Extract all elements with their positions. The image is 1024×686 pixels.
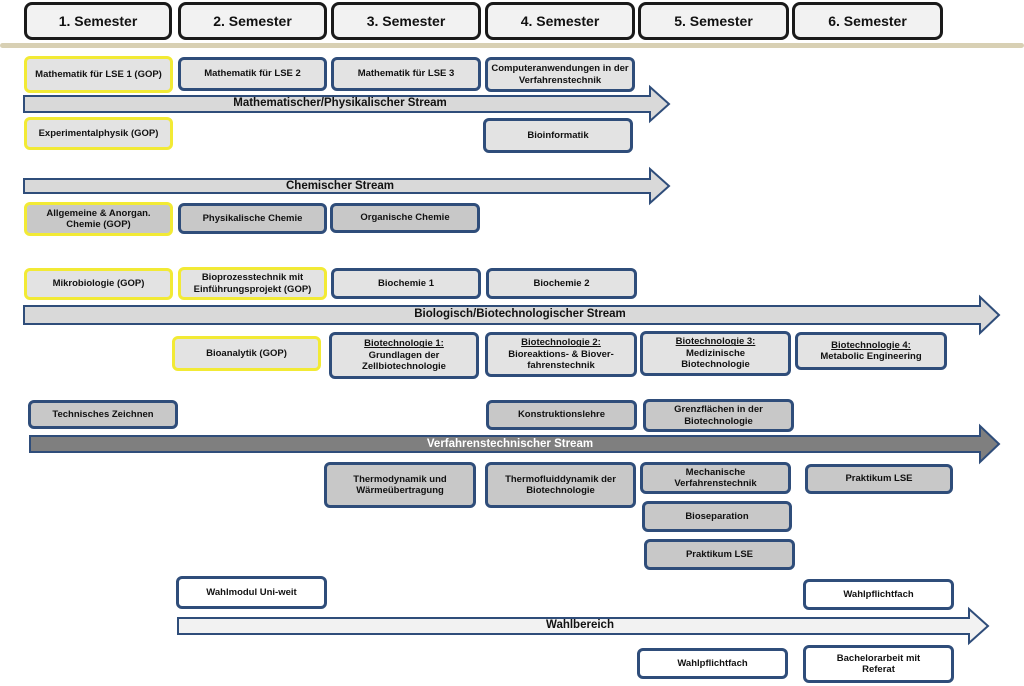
wahl-stream-label: Wahlbereich — [546, 619, 614, 631]
module-biochem1-label: Biochemie 1 — [378, 277, 434, 289]
module-biotech2: Biotechnologie 2: Bioreaktions- & Biover… — [485, 332, 637, 377]
chem-stream-label: Chemischer Stream — [285, 180, 395, 192]
module-bioanalytik: Bioanalytik (GOP) — [172, 336, 321, 371]
math-stream-arrow — [23, 84, 671, 124]
module-biotech4-sub: Metabolic Engineering — [820, 351, 922, 362]
module-praktikum-6-label: Praktikum LSE — [845, 473, 913, 485]
module-biotech1: Biotechnologie 1: Grundlagen der Zellbio… — [329, 332, 479, 379]
module-biotech4: Biotechnologie 4: Metabolic Engineering — [795, 332, 947, 370]
module-wahlpflicht-6: Wahlpflichtfach — [803, 579, 954, 610]
module-biochem2: Biochemie 2 — [486, 268, 637, 299]
semester-header-4: 4. Semester — [485, 2, 635, 40]
module-praktikum-6: Praktikum LSE — [805, 464, 953, 494]
module-math2-label: Mathematik für LSE 2 — [204, 68, 301, 80]
module-biochem1: Biochemie 1 — [331, 268, 481, 299]
module-biotech2-sub: Bioreaktions- & Biover-fahrenstechnik — [508, 348, 614, 372]
module-biotech3-sub: Medizinische Biotechnologie — [681, 347, 750, 371]
verf-stream-arrow — [29, 423, 1001, 465]
bio-stream-label: Biologisch/Biotechnologischer Stream — [414, 308, 626, 320]
module-wahlmodul-label: Wahlmodul Uni-weit — [206, 586, 297, 598]
module-thermo: Thermodynamik und Wärmeübertragung — [324, 462, 476, 508]
module-bioinf-label: Bioinformatik — [527, 129, 589, 141]
module-techzeich: Technisches Zeichnen — [28, 400, 178, 429]
module-orgchem: Organische Chemie — [330, 203, 480, 233]
module-bioanalytik-label: Bioanalytik (GOP) — [206, 347, 287, 359]
module-orgchem-label: Organische Chemie — [360, 212, 450, 224]
module-physchem-label: Physikalische Chemie — [202, 212, 303, 224]
module-math3-label: Mathematik für LSE 3 — [357, 68, 455, 80]
semester-header-3: 3. Semester — [331, 2, 481, 40]
semester-header-6: 6. Semester — [792, 2, 943, 40]
module-thermofluid: Thermofluiddynamik der Biotechnologie — [485, 462, 636, 508]
module-wahlpflicht-5-label: Wahlpflichtfach — [677, 657, 748, 669]
semester-header-2: 2. Semester — [178, 2, 327, 40]
module-thermofluid-label: Thermofluiddynamik der Biotechnologie — [505, 473, 616, 496]
module-wahlmodul: Wahlmodul Uni-weit — [176, 576, 327, 609]
module-bioinf: Bioinformatik — [483, 118, 633, 153]
module-biosep-label: Bioseparation — [685, 510, 749, 522]
module-praktikum-5-label: Praktikum LSE — [685, 548, 754, 560]
module-physchem: Physikalische Chemie — [178, 203, 327, 234]
module-math1-label: Mathematik für LSE 1 (GOP) — [35, 68, 162, 80]
module-computer: Computeranwendungen in der Verfahrenstec… — [485, 57, 635, 92]
module-thermo-label: Thermodynamik und Wärmeübertragung — [353, 473, 447, 496]
module-konstrukt-label: Konstruktionslehre — [517, 409, 606, 421]
bio-stream-arrow — [23, 294, 1001, 336]
header-divider — [0, 43, 1024, 48]
module-biotech2-title: Biotechnologie 2: — [521, 337, 601, 349]
module-math1: Mathematik für LSE 1 (GOP) — [24, 56, 173, 93]
verf-stream-label: Verfahrenstechnischer Stream — [426, 438, 594, 450]
module-biotech1-sub: Grundlagen der Zellbiotechnologie — [362, 349, 446, 373]
module-biosep: Bioseparation — [642, 501, 792, 532]
module-mikro: Mikrobiologie (GOP) — [24, 268, 173, 300]
module-bioprozess: Bioprozesstechnik mit Einführungsprojekt… — [178, 267, 327, 300]
module-expphys: Experimentalphysik (GOP) — [24, 117, 173, 150]
module-biotech1-title: Biotechnologie 1: — [364, 338, 444, 350]
module-konstrukt: Konstruktionslehre — [486, 400, 637, 430]
chem-stream-arrow — [23, 166, 671, 206]
module-computer-label: Computeranwendungen in der Verfahrenstec… — [491, 63, 629, 86]
module-bioprozess-label: Bioprozesstechnik mit Einführungsprojekt… — [193, 272, 312, 295]
semester-header-1: 1. Semester — [24, 2, 172, 40]
module-allgchem-label: Allgemeine & Anorgan. Chemie (GOP) — [46, 207, 151, 230]
wahl-stream-arrow — [177, 606, 990, 646]
module-bachelor: Bachelorarbeit mit Referat — [803, 645, 954, 683]
module-biotech4-title: Biotechnologie 4: — [831, 339, 911, 351]
module-biotech3-title: Biotechnologie 3: — [675, 336, 756, 348]
module-wahlpflicht-5: Wahlpflichtfach — [637, 648, 788, 679]
module-wahlpflicht-6-label: Wahlpflichtfach — [843, 588, 914, 600]
module-math2: Mathematik für LSE 2 — [178, 57, 327, 91]
module-biotech3: Biotechnologie 3: Medizinische Biotechno… — [640, 331, 791, 376]
module-allgchem: Allgemeine & Anorgan. Chemie (GOP) — [24, 202, 173, 236]
module-grenz: Grenzflächen in der Biotechnologie — [643, 399, 794, 432]
module-mechverf: Mechanische Verfahrenstechnik — [640, 462, 791, 494]
math-stream-label: Mathematischer/Physikalischer Stream — [233, 97, 447, 109]
module-bachelor-label: Bachelorarbeit mit Referat — [836, 652, 921, 675]
module-mikro-label: Mikrobiologie (GOP) — [52, 278, 145, 290]
semester-header-5: 5. Semester — [638, 2, 789, 40]
module-math3: Mathematik für LSE 3 — [331, 57, 481, 91]
module-expphys-label: Experimentalphysik (GOP) — [38, 127, 159, 139]
module-biochem2-label: Biochemie 2 — [533, 277, 590, 289]
module-techzeich-label: Technisches Zeichnen — [52, 408, 154, 420]
module-praktikum-5: Praktikum LSE — [644, 539, 795, 570]
module-grenz-label: Grenzflächen in der Biotechnologie — [674, 404, 763, 427]
module-mechverf-label: Mechanische Verfahrenstechnik — [674, 466, 757, 489]
